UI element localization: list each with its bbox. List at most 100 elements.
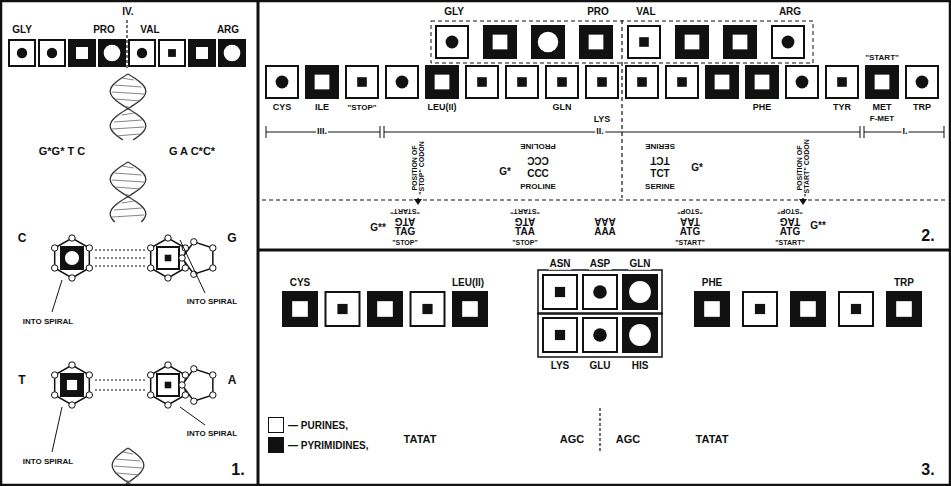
dot-mark [916,76,929,89]
bracket-line [384,132,860,133]
atom-dot [69,275,75,281]
label: G*G* T C [38,146,86,158]
label: IV. [121,7,134,18]
bracket-tick [380,126,381,138]
codon-square [266,66,298,98]
square-body [69,40,95,66]
label: SERINE [644,142,676,150]
label: AGC [615,434,641,446]
atom-dot [86,265,92,271]
square-body [386,66,418,98]
atom-dot [191,366,197,372]
atom-dot [165,362,171,368]
atom-dot [86,392,92,398]
atom-dot [69,402,75,408]
square-body [826,66,858,98]
codon-square [623,318,657,352]
hydrogen-bond [95,266,145,267]
inner-square [685,35,700,50]
ring-mark [538,32,558,52]
label: C [17,232,28,245]
codon-square [546,66,578,98]
square-body [586,66,618,98]
atom-dot [51,245,57,251]
codon-square [436,26,468,58]
codon-square [724,26,756,58]
codon-square [453,292,487,326]
inner-square [851,304,861,314]
codon-square [411,292,445,326]
label: ILE [314,103,330,112]
atom-dot [210,372,216,378]
inner-square [704,301,720,317]
atom-dot [182,265,188,271]
panel-number: 3. [920,462,935,479]
label: G* [498,167,512,178]
square-body [906,66,938,98]
label: TAG [394,227,416,238]
square-body [887,292,921,326]
helix-rung [124,106,131,108]
leader-line [52,407,62,452]
label: TYR [832,103,852,112]
codon-square [626,66,658,98]
codon-square [580,26,612,58]
inner-square [422,304,432,314]
square-body [9,40,35,66]
inner-square [715,75,730,90]
helix-strand [110,74,146,140]
atom-dot [165,275,171,281]
codon-square [484,26,516,58]
square-body [326,292,360,326]
atom-dot [165,235,171,241]
label: INTO SPIRAL [186,430,239,438]
codon-square [887,292,921,326]
square-body [666,66,698,98]
inner-square [517,77,527,87]
legend-item: — PURINES, [268,417,348,433]
helix-rung [114,85,141,87]
pyrimidine-ring [51,362,92,408]
square-body [791,292,825,326]
label: INTO SPIRAL [186,298,239,306]
codon-square [306,66,338,98]
square-body [628,26,660,58]
bracket-tick [944,126,945,138]
dot-mark [17,48,27,58]
label: GLY [443,7,465,18]
helix-strand [110,162,146,222]
square-body [189,40,215,66]
label: ARG [216,25,240,36]
dna-helix [110,162,146,222]
label: "STOP" [346,104,377,112]
codon-square [61,374,83,396]
dot-mark [593,285,607,299]
dashed-rule [262,200,946,201]
inner-square [165,255,172,262]
codon-square [583,318,617,352]
dot-mark [446,36,459,49]
codon-square [189,40,215,66]
label: POSITION OF "START" CODON [796,138,811,198]
label: II. [595,127,605,136]
atom-dot [147,372,153,378]
inner-square [896,301,912,317]
square-body [532,26,564,58]
legend-swatch [268,437,284,453]
codon-square [159,40,185,66]
label: GLU [588,361,611,372]
label: TAA [514,227,536,238]
codon-square [532,26,564,58]
label: LEU(II) [451,278,485,289]
label: G** [369,223,387,234]
label: TATAT [403,434,438,446]
label: VAL [635,7,656,18]
square-body [746,66,778,98]
square-body [426,66,458,98]
codon-square [666,66,698,98]
legend-text: — PYRIMIDINES, [288,440,369,451]
label: "STOP" [511,239,539,246]
square-body [266,66,298,98]
inner-square [196,47,208,59]
